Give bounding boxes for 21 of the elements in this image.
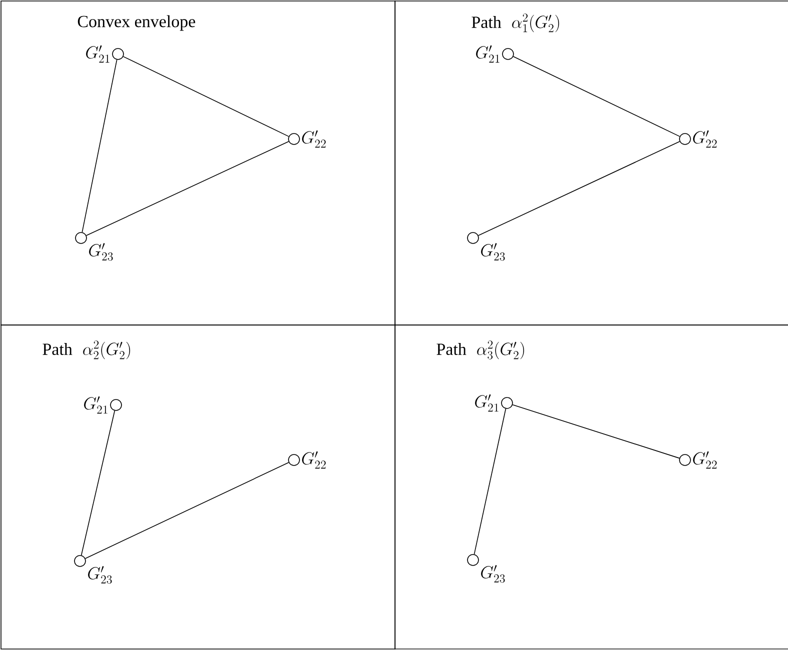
vertex-label: $G'_{21}$ [84,396,108,414]
edge-line [86,141,290,236]
vertex-label: $G'_{22}$ [302,451,326,469]
edge-line [84,462,290,559]
edge-line [478,141,680,236]
vertex-label: $G'_{21}$ [475,394,498,412]
vertex-label: $G'_{21}$ [86,45,110,63]
vertex-label: $G'_{23}$ [88,566,112,584]
edge-line [512,404,680,459]
vertex-label: $G'_{21}$ [476,45,500,63]
vertex-label: $G'_{22}$ [302,130,326,148]
edge-line [512,56,680,137]
edge-line [122,56,290,137]
vertex-label: $G'_{23}$ [481,565,505,583]
edge-line [80,410,116,556]
vertex-label: $G'_{23}$ [481,243,505,261]
vertex-label: $G'_{22}$ [693,130,717,148]
edge-line [474,408,506,555]
edge-line [82,59,118,233]
vertex-label: $G'_{22}$ [693,451,717,469]
vertex-label: $G'_{23}$ [89,243,113,261]
